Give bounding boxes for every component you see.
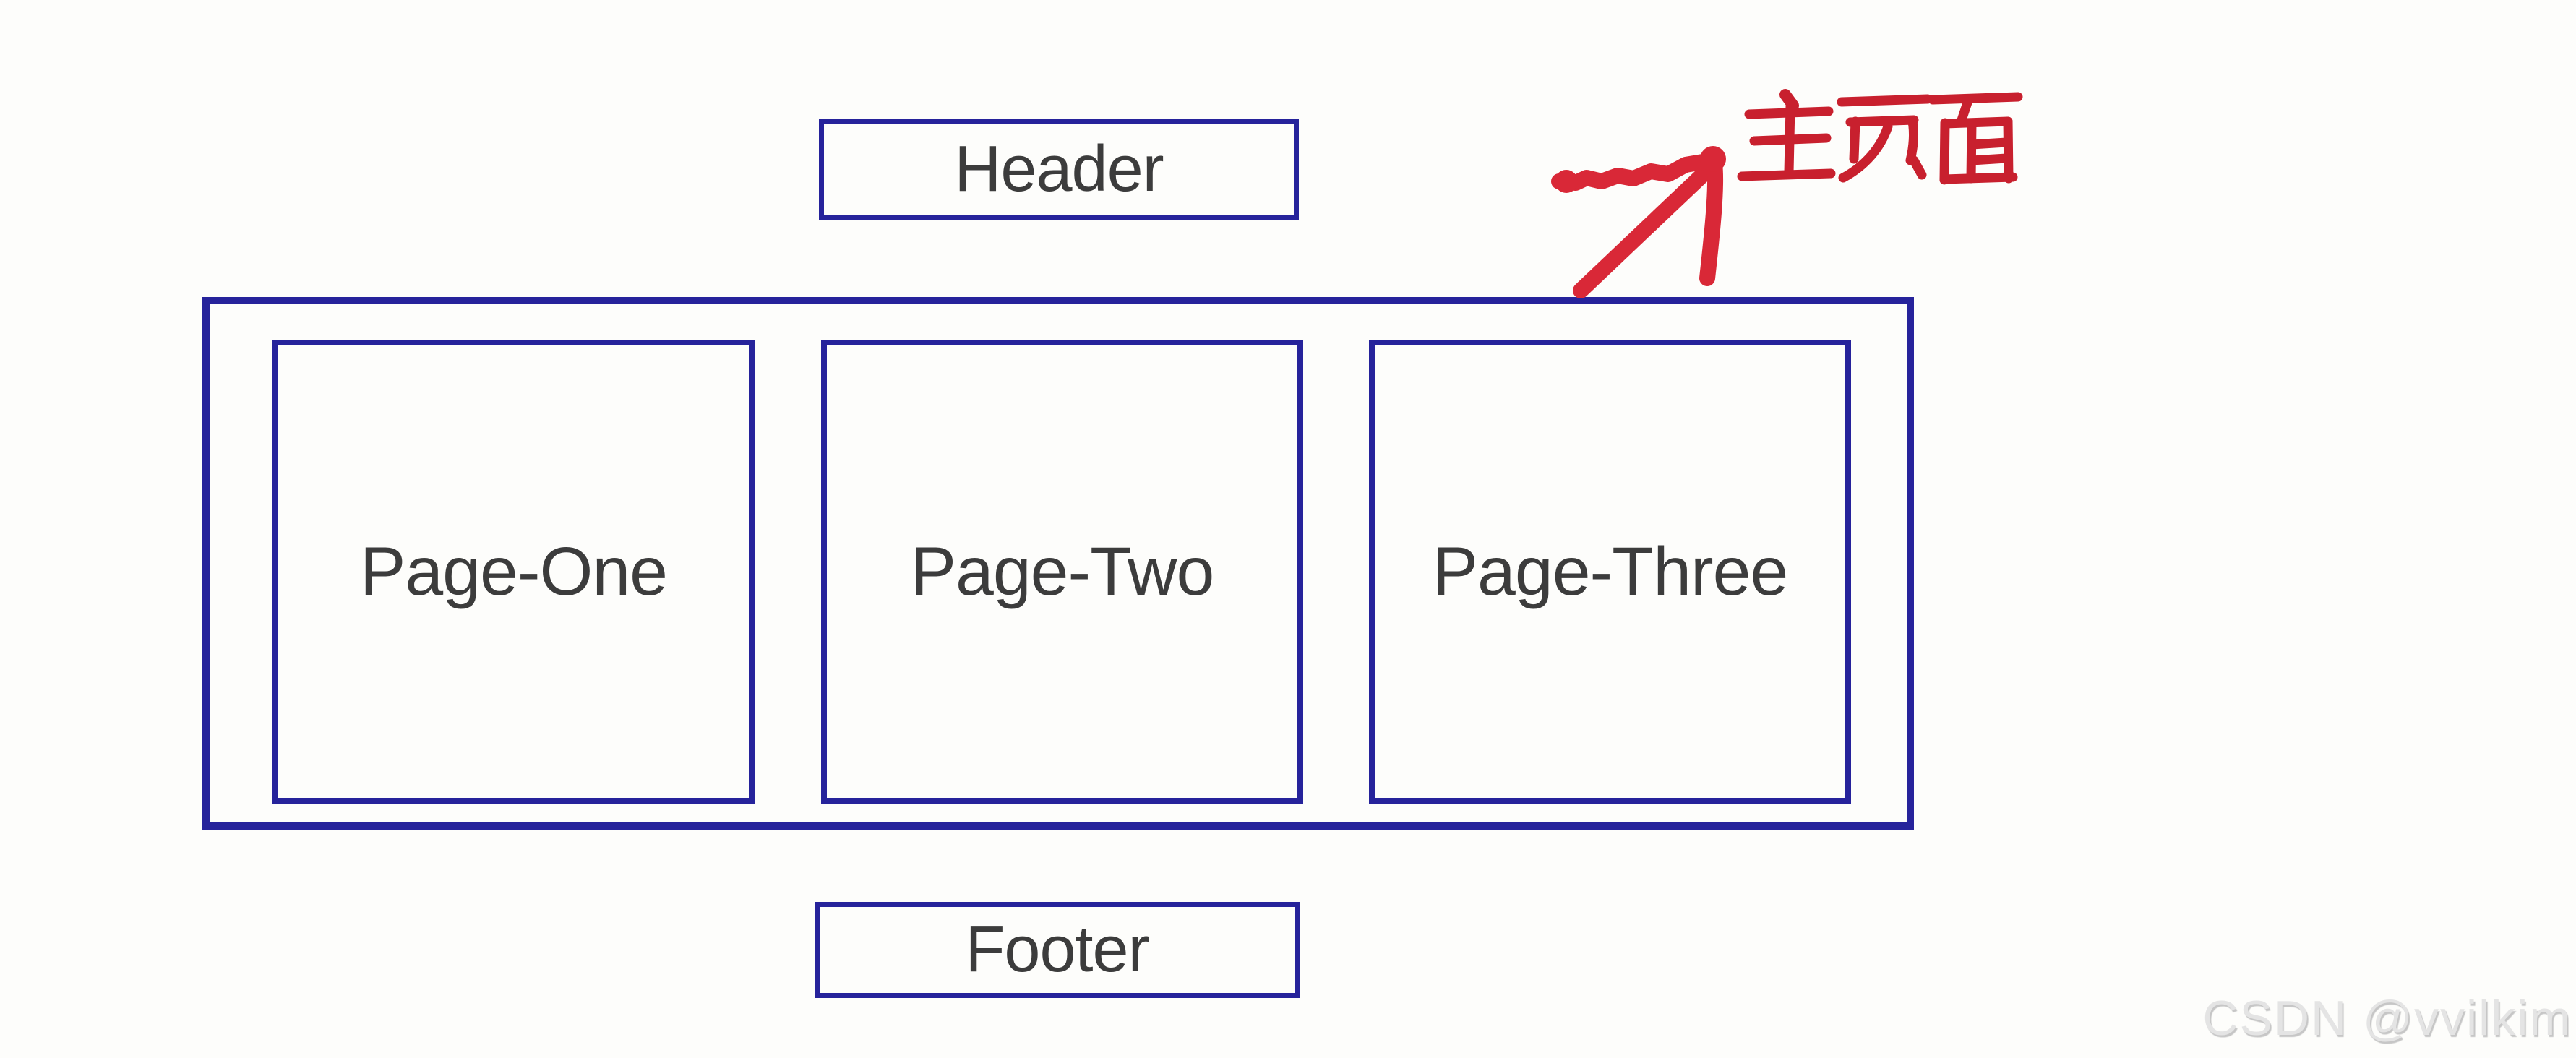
- header-label: Header: [954, 132, 1164, 205]
- footer-label: Footer: [965, 913, 1149, 986]
- page-one-box: Page-One: [272, 340, 755, 804]
- page-two-label: Page-Two: [910, 533, 1215, 610]
- page-two-box: Page-Two: [821, 340, 1303, 804]
- annotation-overlay: [1551, 89, 2023, 298]
- page-three-box: Page-Three: [1369, 340, 1851, 804]
- page-three-label: Page-Three: [1432, 533, 1789, 610]
- page-one-label: Page-One: [359, 533, 668, 610]
- watermark: CSDN @vvilkim: [2202, 991, 2572, 1046]
- footer-box: Footer: [815, 902, 1300, 998]
- annotation-text-glyphs: [1737, 89, 2023, 185]
- main-container-box: Page-One Page-Two Page-Three: [202, 297, 1914, 830]
- red-arrow-up-right-icon: [1551, 146, 1726, 298]
- header-box: Header: [819, 119, 1299, 220]
